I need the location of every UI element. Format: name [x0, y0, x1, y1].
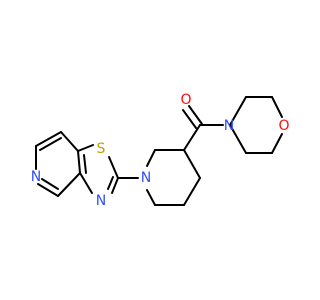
bond-morph-1: [229, 96, 247, 126]
bond-pyr-1: [60, 131, 79, 152]
atom-s-thiazole: S: [97, 141, 106, 157]
bond-pyr-4-b: [41, 178, 59, 190]
atom-n-piperidine: N: [141, 170, 151, 186]
bond-pip-1: [183, 149, 201, 179]
bond-morph-3: [271, 96, 283, 118]
bond-carbonyl-double-a: [188, 105, 203, 125]
atom-o-morpholine: O: [278, 118, 289, 134]
bond-thz-3-b: [83, 154, 87, 174]
bond-pyr-4: [37, 183, 59, 197]
bond-thz-5-b: [107, 176, 114, 190]
bond-morph-6: [229, 124, 247, 154]
atom-n-thiazole: N: [96, 193, 106, 209]
bond-pip-5: [146, 149, 156, 167]
bond-thz-3-a: [77, 150, 81, 174]
structure-canvas: O N O N S N N: [30, 92, 290, 209]
bond-thz-4: [79, 172, 93, 194]
bond-pyr-2-b: [39, 137, 62, 151]
bond-pip-2: [183, 177, 201, 206]
atom-o-carbonyl: O: [180, 92, 191, 108]
bond-carbonyl-ring: [183, 124, 201, 151]
bond-thz-1: [108, 156, 119, 179]
bond-morph-4: [271, 133, 283, 154]
bond-pyr-5: [57, 172, 81, 197]
bond-thz-2: [77, 144, 94, 152]
bond-pip-4: [146, 189, 156, 206]
atom-n-pyridine: N: [31, 169, 41, 185]
bond-thz-5-a: [111, 177, 119, 194]
atom-n-morpholine: N: [224, 118, 234, 134]
bond-carbonyl-double-b: [182, 109, 197, 129]
molecule-drawing: O N O N S N N: [31, 92, 290, 209]
bond-pyr-2: [35, 131, 62, 147]
